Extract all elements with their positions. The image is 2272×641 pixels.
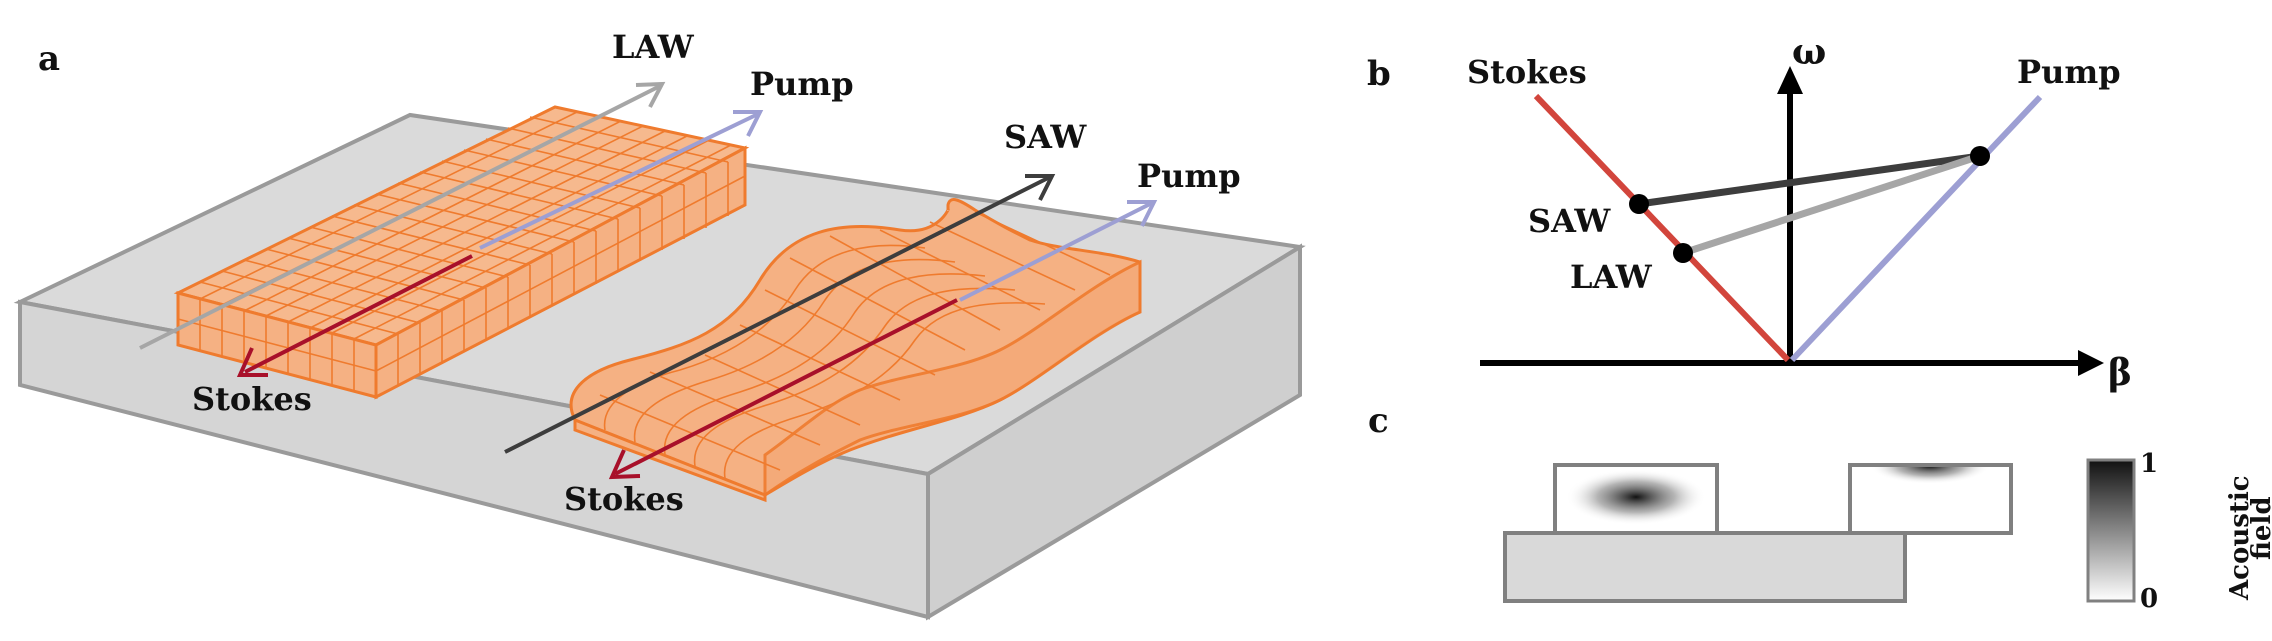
dispersion-axes <box>1480 66 2104 376</box>
panel-a: a <box>13 28 1306 621</box>
panel-label-b: b <box>1367 54 1391 94</box>
law-vector <box>1681 152 1982 257</box>
saw-mode-field <box>1870 463 1990 484</box>
colorbar: 1 0 Acoustic field <box>2086 449 2272 614</box>
label-beta: β <box>2108 352 2132 394</box>
stokes-arrow-right <box>608 298 958 480</box>
colorbar-max-label: 1 <box>2140 449 2158 479</box>
label-b-stokes: Stokes <box>1467 53 1587 91</box>
panel-b: b Stokes Pump ω β SAW LAW <box>1367 31 2132 394</box>
right-ridge-cross-section <box>1848 463 2013 535</box>
left-ridge-cross-section <box>1553 463 1719 535</box>
stokes-dispersion-line <box>1533 93 1791 363</box>
saw-vector <box>1638 152 1981 208</box>
pump-arrow-right <box>959 200 1158 302</box>
label-pump-right: Pump <box>1137 157 1241 195</box>
label-b-law: LAW <box>1570 258 1653 296</box>
cross-section-substrate <box>1503 531 1907 603</box>
stokes-arrow-left <box>236 254 473 377</box>
law-point <box>1673 243 1693 263</box>
colorbar-min-label: 0 <box>2140 584 2158 614</box>
label-pump-left: Pump <box>750 65 854 103</box>
pump-arrow-left <box>479 110 764 250</box>
panel-label-a: a <box>38 39 60 79</box>
label-law: LAW <box>612 28 695 66</box>
label-b-pump: Pump <box>2017 53 2121 91</box>
colorbar-title-line2: field <box>2247 496 2272 560</box>
saw-arrow <box>504 174 1056 454</box>
label-b-saw: SAW <box>1528 202 1611 240</box>
law-arrow <box>139 81 666 350</box>
label-stokes-right: Stokes <box>564 480 684 518</box>
saw-point <box>1629 194 1649 214</box>
arrows-panel-a <box>139 81 1158 480</box>
pump-dispersion-line <box>1789 94 2043 363</box>
label-saw: SAW <box>1004 118 1087 156</box>
law-mode-field <box>1566 469 1706 525</box>
saw-waveguide <box>569 198 1142 503</box>
panel-c: c 1 0 Acoustic field <box>1368 401 2272 614</box>
pump-point <box>1970 146 1990 166</box>
label-stokes-left: Stokes <box>192 380 312 418</box>
colorbar-title-line1: Acoustic <box>2225 475 2255 601</box>
label-omega: ω <box>1792 31 1826 73</box>
panel-label-c: c <box>1368 401 1389 441</box>
